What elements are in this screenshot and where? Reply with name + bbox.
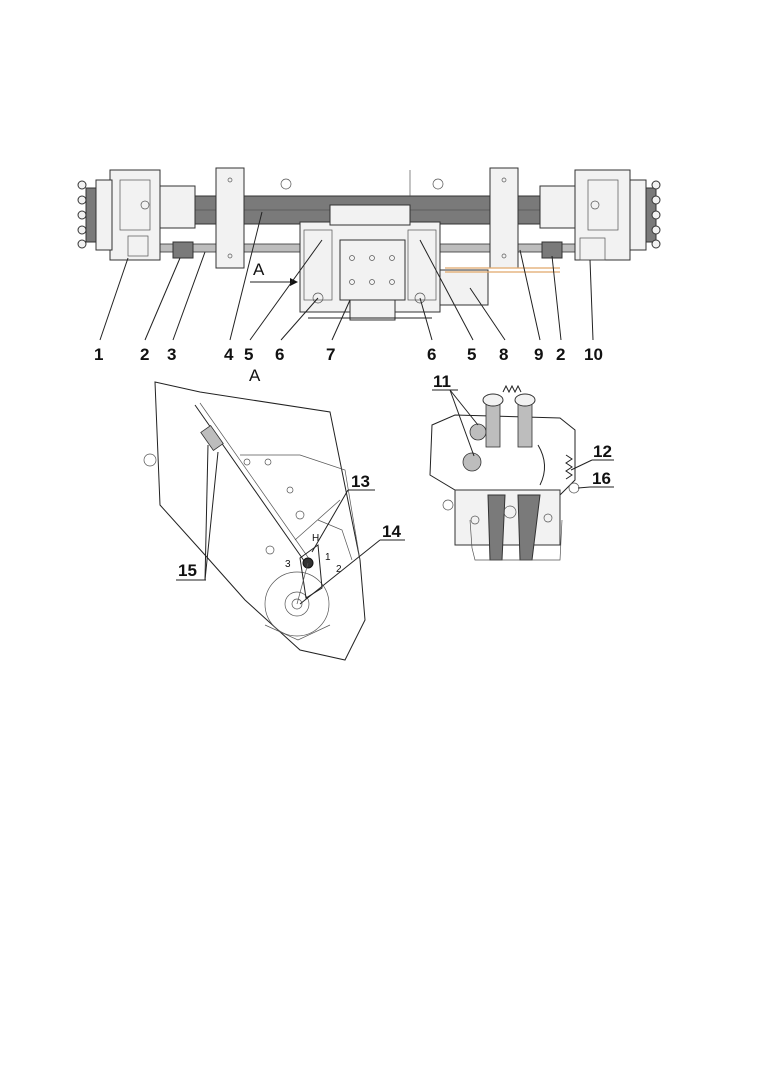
callout-2-left: 2	[140, 345, 149, 364]
detail-label-h: H	[312, 533, 319, 544]
callout-11: 11	[433, 372, 451, 391]
lever-arm	[299, 544, 323, 599]
view-arrow-label: A	[253, 260, 265, 279]
callout-8: 8	[499, 345, 508, 364]
callout-4: 4	[224, 345, 234, 364]
callout-15: 15	[178, 561, 197, 580]
left-joint	[172, 241, 194, 259]
adjust-screw	[565, 454, 573, 480]
return-spring	[502, 384, 522, 394]
adjust-bolt-1	[462, 452, 482, 472]
callout-14: 14	[382, 522, 401, 541]
axle-callouts: 1 2 3 4 5 6 7 6 5 8 9 2 10	[94, 345, 603, 364]
callout-16: 16	[592, 469, 611, 488]
valve-block-detail	[429, 384, 580, 561]
right-joint	[541, 241, 563, 259]
callout-9: 9	[534, 345, 543, 364]
detail-label-3: 3	[285, 559, 291, 570]
adjust-bolt-2	[469, 423, 487, 441]
right-mount-bracket	[489, 167, 519, 269]
callout-3: 3	[167, 345, 176, 364]
valve-callouts: 11 12 16	[432, 372, 614, 489]
differential-housing	[299, 204, 441, 321]
rod-sleeve	[200, 424, 224, 452]
callout-12: 12	[593, 442, 612, 461]
view-a-title: A	[249, 366, 261, 385]
callout-1: 1	[94, 345, 103, 364]
view-a-callouts: 13 14 15	[176, 444, 405, 605]
callout-6-left: 6	[275, 345, 284, 364]
view-a-lever-detail: H 1 2 3	[143, 381, 366, 661]
right-wheel-hub	[574, 169, 661, 261]
callout-5-right: 5	[467, 345, 476, 364]
brake-valve-box	[439, 269, 489, 306]
axle-leader-lines	[99, 211, 594, 341]
callout-10: 10	[584, 345, 603, 364]
callout-5-left: 5	[244, 345, 253, 364]
detail-label-1: 1	[325, 552, 331, 563]
callout-13: 13	[351, 472, 370, 491]
left-wheel-hub	[77, 169, 161, 261]
callout-6-right: 6	[427, 345, 436, 364]
detail-label-2: 2	[336, 564, 342, 575]
axle-assembly: A	[77, 167, 661, 321]
view-arrow-a: A	[250, 260, 298, 286]
brake-disc	[264, 571, 330, 637]
left-flange	[159, 185, 196, 229]
callout-7: 7	[326, 345, 335, 364]
callout-2-right: 2	[556, 345, 565, 364]
left-mount-bracket	[215, 167, 245, 269]
right-flange	[539, 185, 576, 229]
